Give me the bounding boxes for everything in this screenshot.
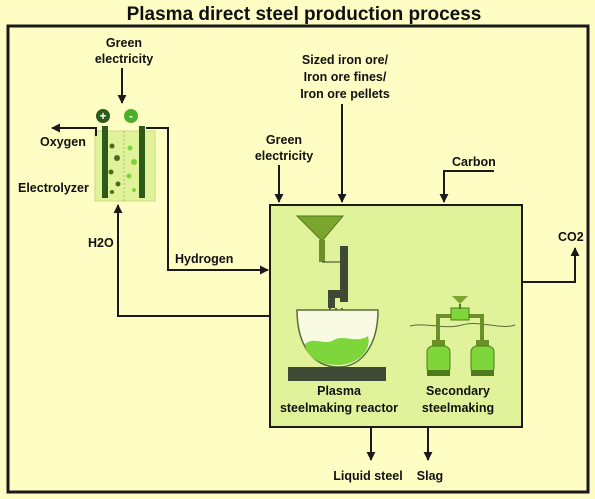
carbon-label: Carbon — [452, 155, 496, 169]
plus-terminal-icon — [96, 109, 110, 123]
electrolyzer-label: Electrolyzer — [18, 181, 89, 195]
plasma-reactor-label-2: steelmaking reactor — [280, 401, 398, 415]
carbon-arrow — [439, 170, 494, 203]
outer-frame — [6, 24, 590, 494]
electrolyzer: + - — [94, 109, 156, 202]
green-electricity-mid-label-1: Green — [266, 133, 302, 147]
co2-label: CO2 — [558, 230, 584, 244]
anode — [102, 126, 108, 198]
green-electricity-top-label-2: electricity — [95, 52, 153, 66]
liquid-steel-label: Liquid steel — [333, 469, 402, 483]
secondary-steelmaking-label-2: steelmaking — [422, 401, 494, 415]
plasma-reactor-icon — [288, 215, 386, 381]
iron-ore-label-3: Iron ore pellets — [300, 87, 390, 101]
diagram-title: Plasma direct steel production process — [127, 4, 482, 25]
minus-sign: - — [129, 109, 133, 123]
green-electricity-top-label-1: Green — [106, 36, 142, 50]
slag-label: Slag — [417, 469, 443, 483]
plasma-reactor-label-1: Plasma — [317, 384, 362, 398]
oxygen-label: Oxygen — [40, 135, 86, 149]
green-electricity-mid-label-2: electricity — [255, 149, 313, 163]
secondary-steelmaking-icon — [409, 296, 516, 376]
cathode — [139, 126, 145, 198]
minus-terminal-icon — [124, 109, 138, 123]
electrolyzer-bubbles — [108, 143, 121, 194]
iron-ore-label-1: Sized iron ore/ — [302, 53, 389, 67]
iron-ore-label-2: Iron ore fines/ — [304, 70, 387, 84]
h2o-label: H2O — [88, 236, 114, 250]
co2-arrow — [522, 247, 580, 283]
hydrogen-label: Hydrogen — [175, 252, 233, 266]
oxygen-arrow — [51, 123, 97, 136]
plus-sign: + — [99, 109, 106, 123]
hydrogen-arrow — [146, 127, 269, 275]
h2o-arrow — [113, 204, 270, 317]
secondary-steelmaking-label-1: Secondary — [426, 384, 490, 398]
